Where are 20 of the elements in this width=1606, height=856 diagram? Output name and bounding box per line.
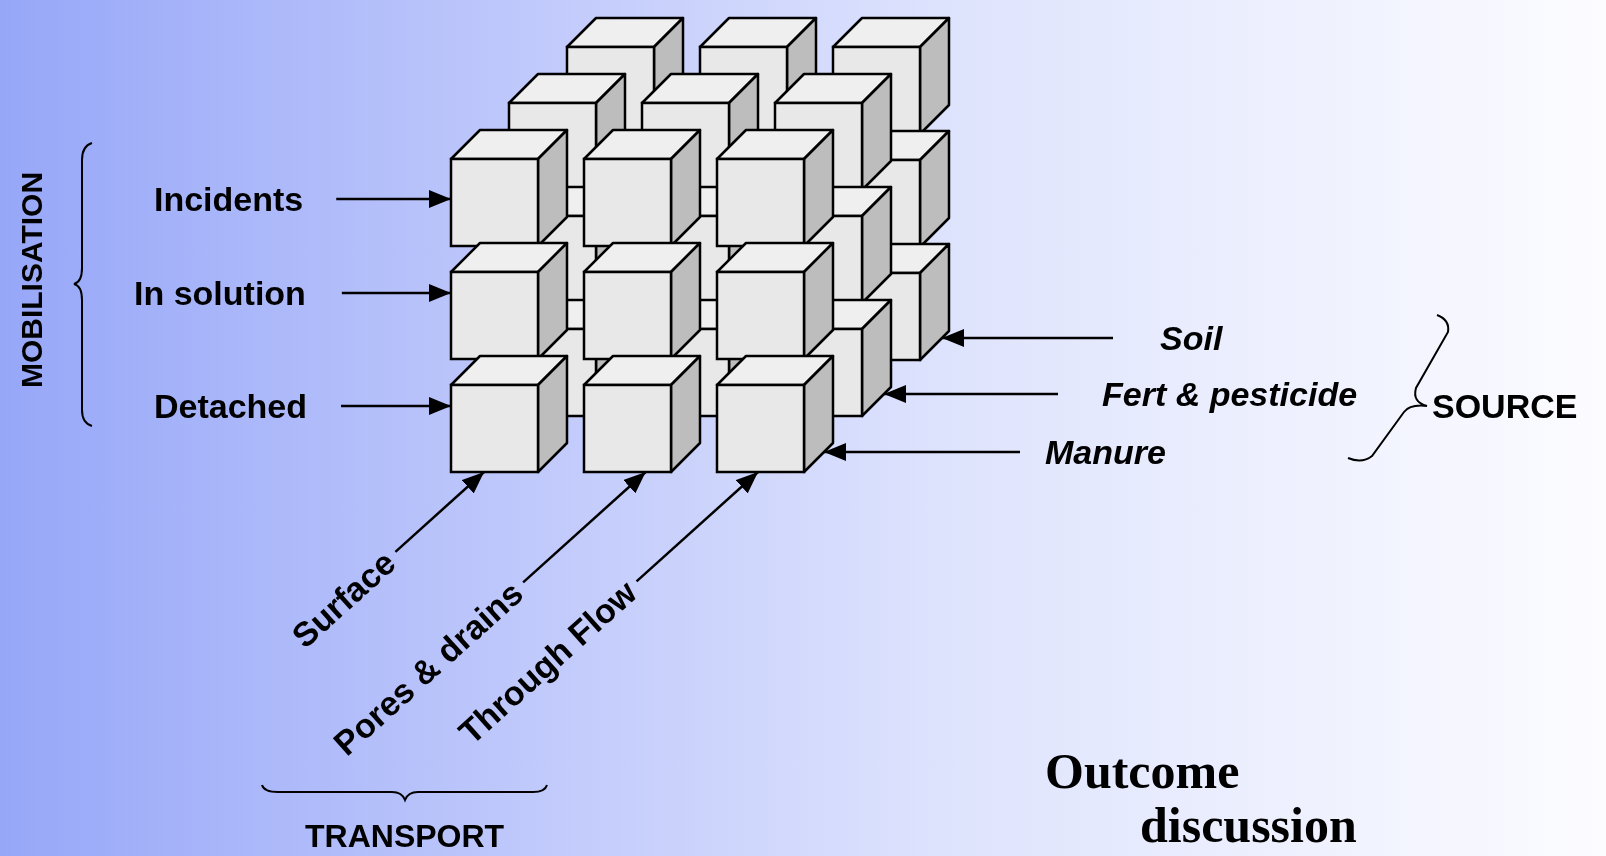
arrow [942, 329, 1113, 347]
arrow [341, 397, 451, 415]
mobilisation-label: In solution [134, 273, 342, 313]
arrow [341, 284, 451, 302]
mobilisation-label: Incidents [154, 179, 337, 219]
source-label: Soil [1113, 318, 1223, 358]
arrow [394, 471, 485, 553]
axis-title: SOURCE [1432, 386, 1578, 426]
axis-title: MOBILISATION [14, 171, 50, 389]
arrow [522, 471, 647, 584]
source-label: Manure [1020, 432, 1166, 472]
arrow [884, 385, 1058, 403]
mobilisation-label: Detached [154, 386, 342, 426]
axis-title: TRANSPORT [305, 817, 505, 856]
arrow [635, 471, 759, 583]
arrow [824, 443, 1020, 461]
cube-lattice-drawing [449, 16, 951, 474]
source-label: Fert & pesticide [1058, 374, 1358, 414]
arrow [336, 190, 451, 208]
slide-title: Outcome discussion [1045, 744, 1358, 852]
